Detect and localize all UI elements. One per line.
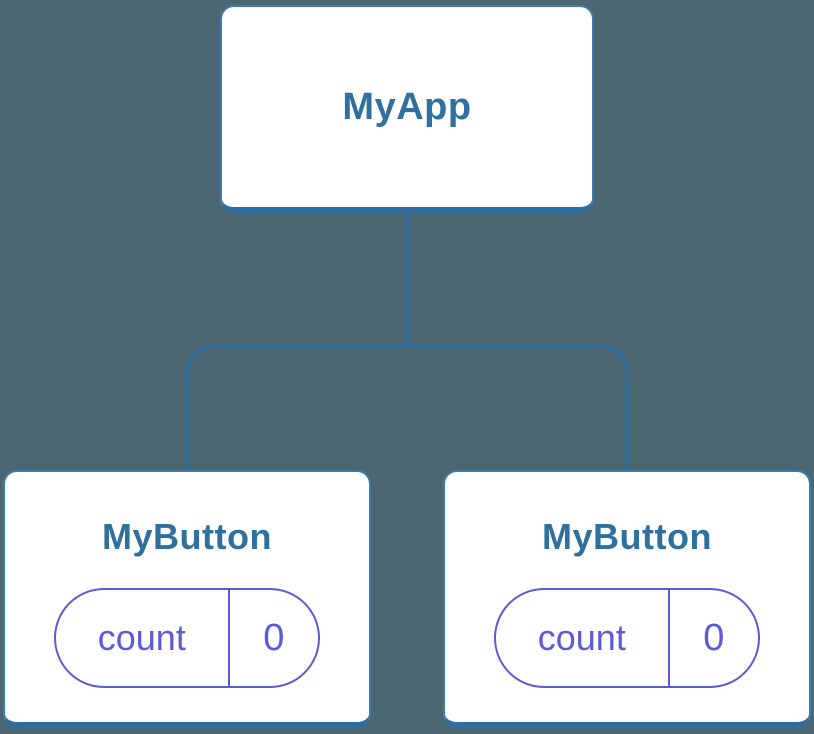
state-pill-2-name: count — [537, 617, 626, 658]
state-pill-2-value: 0 — [667, 590, 758, 686]
state-pill-2: count 0 — [494, 588, 760, 688]
node-mybutton-1-label: MyButton — [102, 516, 272, 557]
node-mybutton-2-label: MyButton — [542, 516, 712, 557]
state-pill-1-value: 0 — [227, 590, 318, 686]
node-myapp-label: MyApp — [342, 85, 472, 128]
state-pill-1-name: count — [97, 617, 186, 658]
node-mybutton-1: MyButton count 0 — [3, 470, 371, 728]
state-pill-1: count 0 — [54, 588, 320, 688]
node-mybutton-2: MyButton count 0 — [443, 470, 811, 728]
connector-bracket-line — [185, 344, 629, 473]
node-myapp: MyApp — [220, 5, 594, 213]
